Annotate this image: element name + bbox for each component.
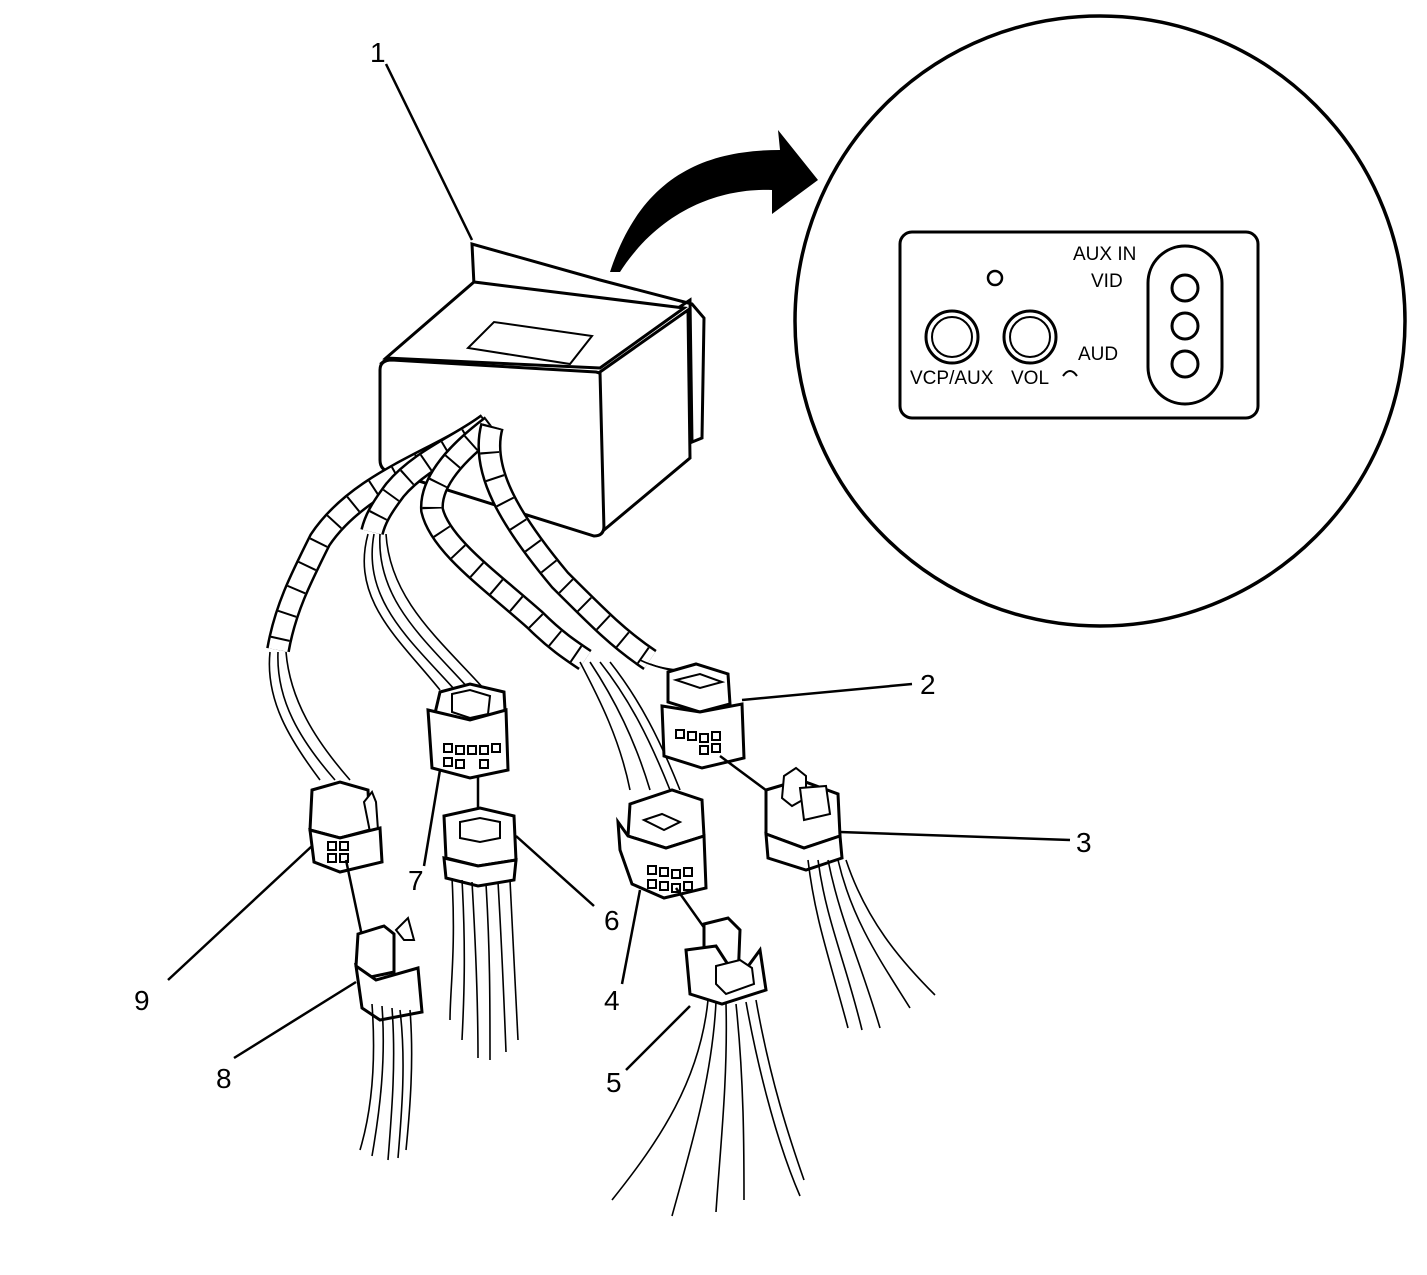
wires-3 <box>807 859 936 1031</box>
wires-6 <box>449 877 519 1061</box>
wires <box>268 533 701 791</box>
connector-2 <box>660 662 746 770</box>
vol-label: VOL <box>1011 368 1049 389</box>
callout-8: 8 <box>216 1063 232 1094</box>
connector-9 <box>308 780 384 874</box>
connector-3 <box>764 766 844 872</box>
connector-7 <box>426 682 510 780</box>
callout-3: 3 <box>1076 827 1092 858</box>
connector-5 <box>684 916 768 1006</box>
indicator-led <box>986 269 1004 287</box>
callout-4: 4 <box>604 985 620 1016</box>
audio-jack-right <box>1170 349 1200 379</box>
detail-arrow <box>610 130 818 272</box>
callout-5: 5 <box>606 1067 622 1098</box>
vcp-aux-label: VCP/AUX <box>910 368 994 389</box>
audio-jack-left <box>1170 311 1200 341</box>
callout-labels: 1 2 3 4 5 6 7 8 9 <box>134 37 1092 1098</box>
callout-9: 9 <box>134 985 150 1016</box>
callout-2: 2 <box>920 669 936 700</box>
wires-8 <box>359 1003 413 1161</box>
aud-label: AUD <box>1078 344 1118 365</box>
connector-4 <box>616 788 708 900</box>
harness-looms <box>266 414 657 670</box>
video-jack <box>1170 273 1200 303</box>
vid-label: VID <box>1091 271 1123 292</box>
aux-in-label: AUX IN <box>1073 244 1136 265</box>
connector-8 <box>354 916 424 1022</box>
wires-5 <box>611 999 805 1217</box>
control-panel: AUX IN VID AUD VCP/AUX VOL <box>898 230 1260 420</box>
callout-7: 7 <box>408 865 424 896</box>
connector-6 <box>442 806 518 888</box>
callout-1: 1 <box>370 37 386 68</box>
module-body <box>378 241 706 538</box>
headphone-jack-icon <box>1062 370 1078 377</box>
callout-6: 6 <box>604 905 620 936</box>
